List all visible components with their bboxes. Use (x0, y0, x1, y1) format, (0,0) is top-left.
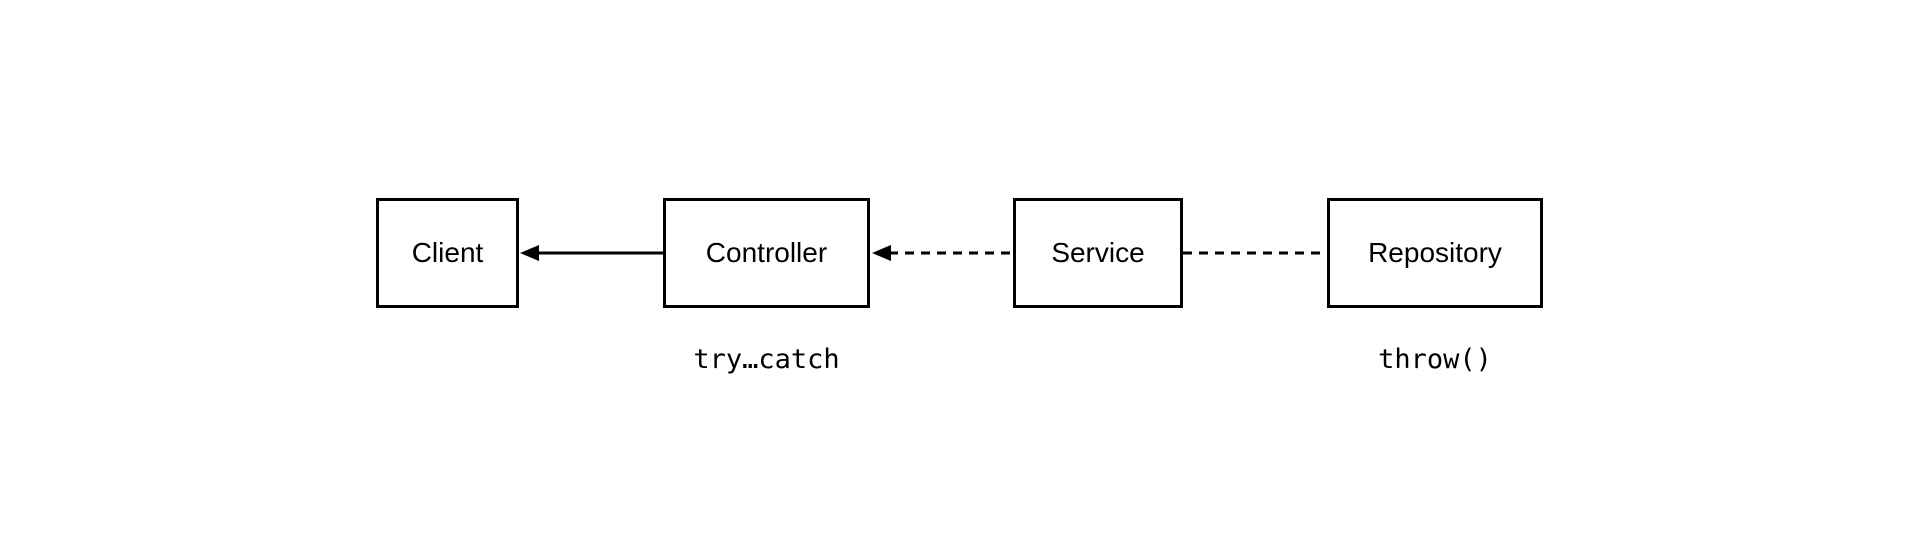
node-service: Service (1013, 198, 1183, 308)
node-controller: Controller (663, 198, 870, 308)
annotation-throw: throw() (1378, 344, 1492, 375)
node-service-label: Service (1051, 237, 1145, 268)
arrowhead-into-client (520, 245, 539, 261)
node-repository: Repository (1327, 198, 1543, 308)
node-client-label: Client (411, 237, 484, 268)
annotation-try-catch: try…catch (693, 344, 840, 375)
arrowhead-into-controller (872, 245, 891, 261)
node-controller-label: Controller (705, 237, 828, 268)
node-repository-label: Repository (1368, 237, 1502, 268)
node-client: Client (376, 198, 519, 308)
